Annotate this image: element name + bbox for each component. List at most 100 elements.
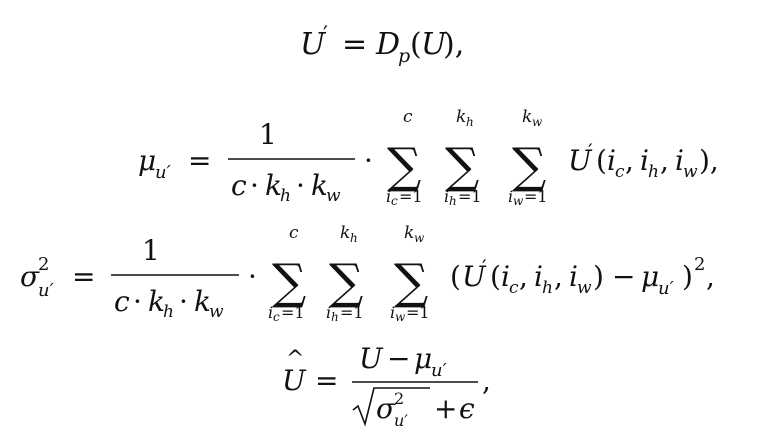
svg-text:2: 2 bbox=[694, 254, 705, 275]
svg-text:i: i bbox=[508, 187, 513, 206]
svg-text:1: 1 bbox=[259, 118, 277, 151]
svg-text:(: ( bbox=[490, 260, 501, 293]
svg-text:u′: u′ bbox=[394, 411, 408, 430]
svg-text:k: k bbox=[340, 223, 350, 243]
svg-text:U: U bbox=[359, 342, 384, 375]
svg-text:h: h bbox=[648, 162, 659, 182]
svg-text:w: w bbox=[395, 310, 406, 324]
svg-text:i: i bbox=[386, 187, 391, 206]
svg-text:·: · bbox=[364, 144, 373, 177]
svg-text:w: w bbox=[414, 231, 425, 245]
svg-text:μ: μ bbox=[414, 342, 432, 375]
svg-text:=1: =1 bbox=[340, 303, 364, 322]
svg-text:i: i bbox=[569, 260, 578, 293]
svg-text:k: k bbox=[404, 223, 414, 243]
svg-text:−: − bbox=[387, 342, 410, 375]
svg-text:,: , bbox=[482, 364, 491, 397]
svg-text:c: c bbox=[273, 310, 280, 324]
svg-text:c: c bbox=[509, 278, 519, 298]
svg-text:c: c bbox=[289, 223, 299, 243]
svg-text:,: , bbox=[554, 260, 563, 293]
svg-text:h: h bbox=[163, 302, 174, 322]
svg-text:=1: =1 bbox=[458, 187, 482, 206]
svg-text:·: · bbox=[179, 285, 188, 318]
svg-text:=: = bbox=[72, 260, 95, 293]
svg-text:∑: ∑ bbox=[445, 138, 479, 194]
svg-text:2: 2 bbox=[38, 254, 49, 275]
svg-text:σ: σ bbox=[20, 260, 40, 293]
svg-text:),: ), bbox=[443, 27, 464, 62]
svg-text:i: i bbox=[675, 144, 684, 177]
svg-text:h: h bbox=[449, 194, 457, 208]
svg-text:=: = bbox=[315, 364, 338, 397]
svg-text:′: ′ bbox=[588, 139, 593, 163]
svg-text:U: U bbox=[568, 144, 593, 177]
equation-1: U ′ = D p ( U ), bbox=[0, 8, 760, 68]
svg-text:k: k bbox=[522, 107, 532, 127]
svg-text:,: , bbox=[660, 144, 669, 177]
svg-text:=: = bbox=[342, 27, 367, 62]
svg-text:c: c bbox=[114, 285, 130, 318]
svg-text:k: k bbox=[311, 169, 328, 202]
svg-text:i: i bbox=[444, 187, 449, 206]
svg-text:,: , bbox=[706, 260, 715, 293]
svg-text:i: i bbox=[268, 303, 273, 322]
svg-text:′: ′ bbox=[482, 255, 487, 279]
svg-text:∑: ∑ bbox=[394, 254, 428, 310]
svg-text:∑: ∑ bbox=[512, 138, 546, 194]
svg-text:(: ( bbox=[410, 27, 422, 62]
svg-text:=: = bbox=[188, 144, 211, 177]
svg-text:u′: u′ bbox=[658, 278, 674, 299]
svg-text:h: h bbox=[280, 186, 291, 206]
svg-text:D: D bbox=[375, 27, 400, 62]
svg-text:=1: =1 bbox=[524, 187, 548, 206]
svg-text:): ) bbox=[682, 260, 693, 293]
svg-text:w: w bbox=[577, 278, 592, 298]
svg-text:σ: σ bbox=[376, 392, 396, 425]
svg-text:−: − bbox=[612, 260, 635, 293]
svg-text:+: + bbox=[434, 392, 457, 425]
svg-text:·: · bbox=[296, 169, 305, 202]
svg-text:1: 1 bbox=[142, 234, 160, 267]
svg-text:,: , bbox=[625, 144, 634, 177]
equation-4: U ^ = U − μ u′ σ 2 u′ + ϵ , bbox=[0, 330, 760, 434]
svg-text:∑: ∑ bbox=[272, 254, 306, 310]
svg-text:i: i bbox=[640, 144, 649, 177]
svg-text:k: k bbox=[265, 169, 282, 202]
svg-text:k: k bbox=[148, 285, 165, 318]
svg-text:i: i bbox=[326, 303, 331, 322]
svg-text:·: · bbox=[133, 285, 142, 318]
svg-text:w: w bbox=[209, 302, 224, 322]
svg-text:u′: u′ bbox=[431, 360, 447, 381]
svg-text:i: i bbox=[390, 303, 395, 322]
svg-text:(: ( bbox=[450, 260, 461, 293]
svg-text:U: U bbox=[300, 27, 327, 62]
svg-text:w: w bbox=[532, 115, 543, 129]
svg-text:c: c bbox=[615, 162, 625, 182]
svg-text:·: · bbox=[248, 260, 257, 293]
svg-text:),: ), bbox=[699, 144, 719, 177]
svg-text:h: h bbox=[466, 115, 474, 129]
svg-text:w: w bbox=[683, 162, 698, 182]
svg-text:=1: =1 bbox=[406, 303, 430, 322]
svg-text:∑: ∑ bbox=[387, 138, 421, 194]
svg-text:=1: =1 bbox=[399, 187, 423, 206]
svg-text:i: i bbox=[501, 260, 510, 293]
svg-text:2: 2 bbox=[394, 389, 404, 408]
svg-text:(: ( bbox=[596, 144, 607, 177]
svg-text:w: w bbox=[513, 194, 524, 208]
svg-text:=1: =1 bbox=[281, 303, 305, 322]
svg-text:k: k bbox=[456, 107, 466, 127]
svg-text:i: i bbox=[534, 260, 543, 293]
svg-text:ϵ: ϵ bbox=[459, 392, 475, 425]
svg-text:c: c bbox=[391, 194, 398, 208]
svg-text:,: , bbox=[519, 260, 528, 293]
svg-text:∑: ∑ bbox=[329, 254, 363, 310]
svg-text:h: h bbox=[331, 310, 339, 324]
svg-text:c: c bbox=[403, 107, 413, 127]
svg-text:p: p bbox=[398, 45, 410, 67]
